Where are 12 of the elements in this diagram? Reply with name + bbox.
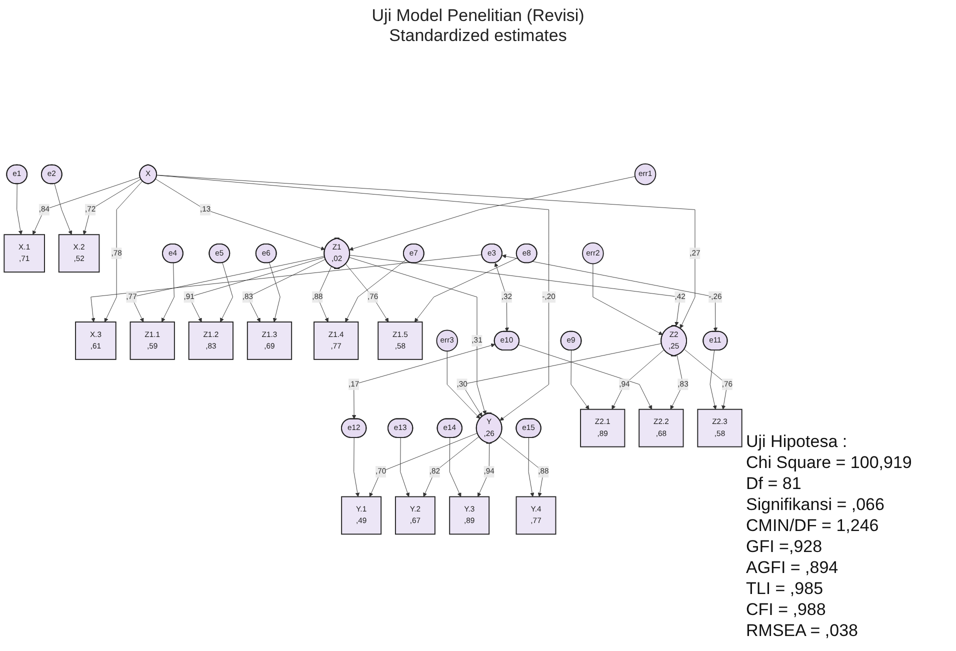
- fit-statistic: Signifikansi = ,066: [746, 494, 886, 515]
- fit-statistic: TLI = ,985: [746, 578, 824, 599]
- fit-statistic: CFI = ,988: [746, 599, 827, 620]
- title: Uji Model Penelitian (Revisi): [372, 6, 584, 26]
- fit-statistic: AGFI = ,894: [746, 557, 840, 578]
- fit-statistic: CMIN/DF = 1,246: [746, 515, 880, 536]
- fit-statistic: RMSEA = ,038: [746, 620, 859, 641]
- subtitle: Standardized estimates: [389, 26, 567, 46]
- fit-statistic: GFI =,928: [746, 536, 824, 557]
- fit-statistic: Df = 81: [746, 473, 802, 494]
- fit-statistic: Chi Square = 100,919: [746, 452, 913, 473]
- stats-heading: Uji Hipotesa :: [746, 431, 848, 452]
